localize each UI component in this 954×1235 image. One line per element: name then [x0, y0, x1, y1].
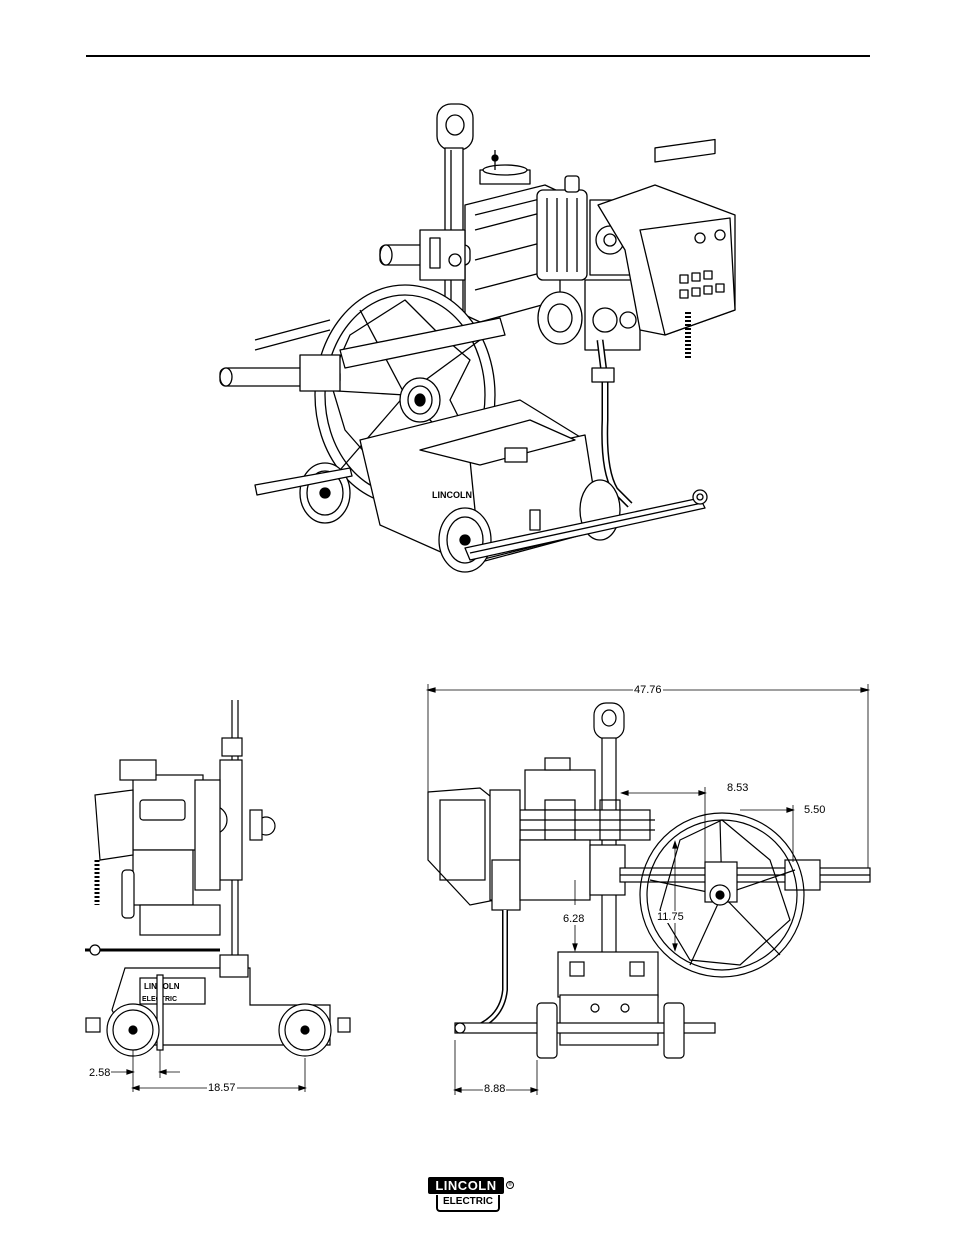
- registered-mark: ®: [506, 1181, 514, 1189]
- logo-bottom-text: ELECTRIC: [436, 1195, 500, 1212]
- logo-top-text: LINCOLN: [428, 1177, 504, 1194]
- dim-overall-width: 47.76: [633, 684, 663, 696]
- dim-reel-drop: 11.75: [656, 911, 685, 923]
- dim-arm-offset: 8.53: [726, 782, 749, 794]
- dim-wheelbase: 18.57: [207, 1082, 237, 1094]
- dim-gun-height: 6.28: [562, 913, 585, 925]
- dim-reel-offset: 5.50: [803, 804, 826, 816]
- dim-rear-overhang: 8.88: [483, 1083, 506, 1095]
- lincoln-electric-logo: LINCOLN ELECTRIC ®: [428, 1177, 510, 1213]
- dim-front-overhang: 2.58: [88, 1067, 111, 1079]
